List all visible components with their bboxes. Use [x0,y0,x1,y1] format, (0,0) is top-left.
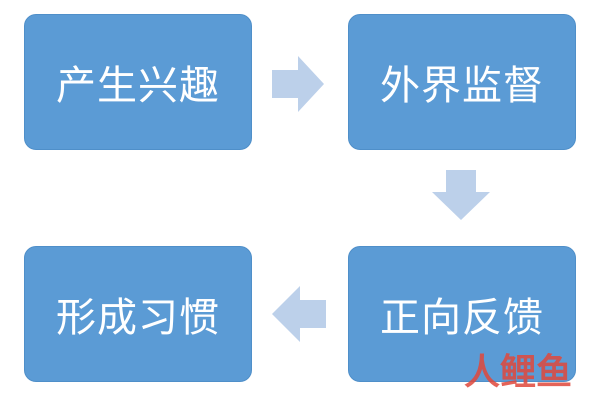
step-label-2: 外界监督 [380,63,544,109]
step-box-4: 形成习惯 [24,246,252,382]
step-label-1: 产生兴趣 [56,63,220,109]
step-box-1: 产生兴趣 [24,14,252,150]
step-label-4: 形成习惯 [56,295,220,341]
watermark-text-2: 鲤鱼 [499,352,572,393]
step-box-2: 外界监督 [348,14,576,150]
step-box-3: 正向反馈 [348,246,576,382]
arrow-right-icon [272,56,324,112]
watermark-logo: 人 鲤鱼 [464,343,572,395]
arrow-down-icon [432,170,490,220]
arrow-left-icon [272,286,326,342]
step-label-3: 正向反馈 [380,295,544,341]
watermark-text-1: 人 [463,352,500,393]
